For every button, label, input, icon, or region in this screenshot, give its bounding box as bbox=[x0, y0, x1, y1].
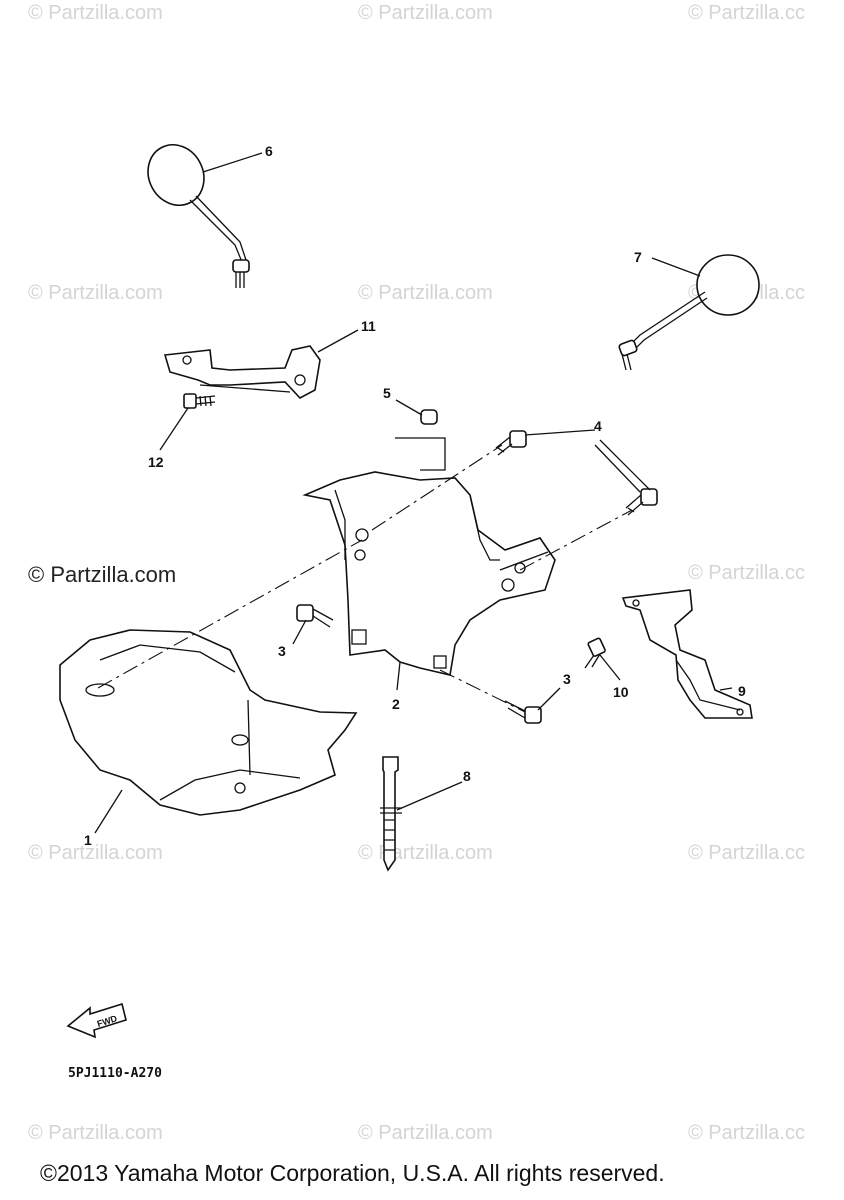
callout-8: 8 bbox=[463, 768, 471, 784]
bracket-right bbox=[621, 589, 753, 719]
nut-5 bbox=[420, 409, 438, 425]
bolt-3-left bbox=[296, 604, 334, 628]
bracket-left bbox=[163, 345, 321, 399]
screw-10 bbox=[584, 637, 606, 669]
callout-6: 6 bbox=[265, 143, 273, 159]
watermark: © Partzilla.com bbox=[28, 282, 163, 304]
callout-3-left: 3 bbox=[278, 643, 286, 659]
callout-3-right: 3 bbox=[563, 671, 571, 687]
callout-11: 11 bbox=[361, 318, 376, 334]
watermark: © Partzilla.com bbox=[358, 1122, 493, 1144]
callout-10: 10 bbox=[613, 684, 629, 700]
watermark: © Partzilla.cc bbox=[688, 1122, 805, 1144]
callout-9: 9 bbox=[738, 683, 746, 699]
watermark-prominent: © Partzilla.com bbox=[28, 562, 177, 587]
watermark: © Partzilla.com bbox=[358, 282, 493, 304]
copyright-notice: ©2013 Yamaha Motor Corporation, U.S.A. A… bbox=[40, 1160, 665, 1186]
screw-4a bbox=[495, 430, 527, 456]
mirror-left bbox=[147, 144, 250, 288]
callout-2: 2 bbox=[392, 696, 400, 712]
callout-7: 7 bbox=[634, 249, 642, 265]
fwd-arrow-icon bbox=[66, 1002, 127, 1039]
watermark: © Partzilla.com bbox=[28, 1122, 163, 1144]
callout-12: 12 bbox=[148, 454, 164, 470]
diagram-code: 5PJ1110-A270 bbox=[68, 1066, 162, 1081]
watermark: © Partzilla.cc bbox=[688, 562, 805, 584]
mirror-right bbox=[618, 254, 760, 371]
callout-4: 4 bbox=[594, 418, 602, 434]
handlebar-cover-outer bbox=[59, 629, 358, 816]
cable-band-8 bbox=[380, 756, 402, 872]
handlebar-cover-inner bbox=[302, 471, 556, 676]
callout-1: 1 bbox=[84, 832, 92, 848]
watermark: © Partzilla.cc bbox=[688, 842, 805, 864]
callout-5: 5 bbox=[383, 385, 391, 401]
screw-12 bbox=[183, 393, 216, 409]
watermark: © Partzilla.com bbox=[28, 842, 163, 864]
watermark: © Partzilla.cc bbox=[688, 2, 805, 24]
bolt-3-right bbox=[504, 700, 542, 724]
watermark: © Partzilla.com bbox=[358, 2, 493, 24]
watermark: © Partzilla.com bbox=[28, 2, 163, 24]
